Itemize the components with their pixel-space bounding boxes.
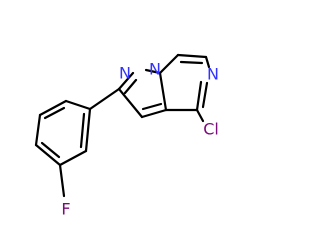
bond bbox=[195, 108, 205, 123]
bond bbox=[117, 87, 144, 119]
bond bbox=[158, 53, 180, 75]
bond-double bbox=[123, 78, 138, 95]
atom-label-f: F bbox=[61, 200, 70, 219]
bond bbox=[64, 99, 92, 111]
bond bbox=[117, 71, 135, 91]
bond-double bbox=[179, 60, 204, 65]
bond-double bbox=[201, 81, 209, 109]
bond bbox=[88, 87, 121, 111]
atom-label-n1: N bbox=[119, 64, 131, 83]
atom-label-cl: Cl bbox=[203, 120, 219, 139]
bond bbox=[34, 143, 62, 167]
atom-label-n2: N bbox=[149, 60, 161, 79]
bond bbox=[34, 113, 42, 147]
bond bbox=[195, 80, 203, 112]
bond bbox=[158, 71, 168, 112]
bond bbox=[144, 68, 162, 75]
bond bbox=[140, 108, 168, 119]
bond bbox=[176, 53, 208, 59]
bond bbox=[204, 55, 211, 69]
bond bbox=[58, 149, 88, 167]
bond-double bbox=[43, 106, 66, 120]
bond bbox=[58, 163, 66, 198]
atom-label-n3: N bbox=[207, 65, 219, 84]
bond bbox=[84, 107, 92, 153]
bond bbox=[38, 99, 68, 117]
bond-double bbox=[40, 141, 61, 159]
structure-diagram: N N N Cl F bbox=[34, 53, 219, 219]
molecule-drawing: N N N Cl F bbox=[34, 53, 219, 219]
bond-double bbox=[141, 102, 163, 111]
bond-double bbox=[79, 112, 86, 149]
